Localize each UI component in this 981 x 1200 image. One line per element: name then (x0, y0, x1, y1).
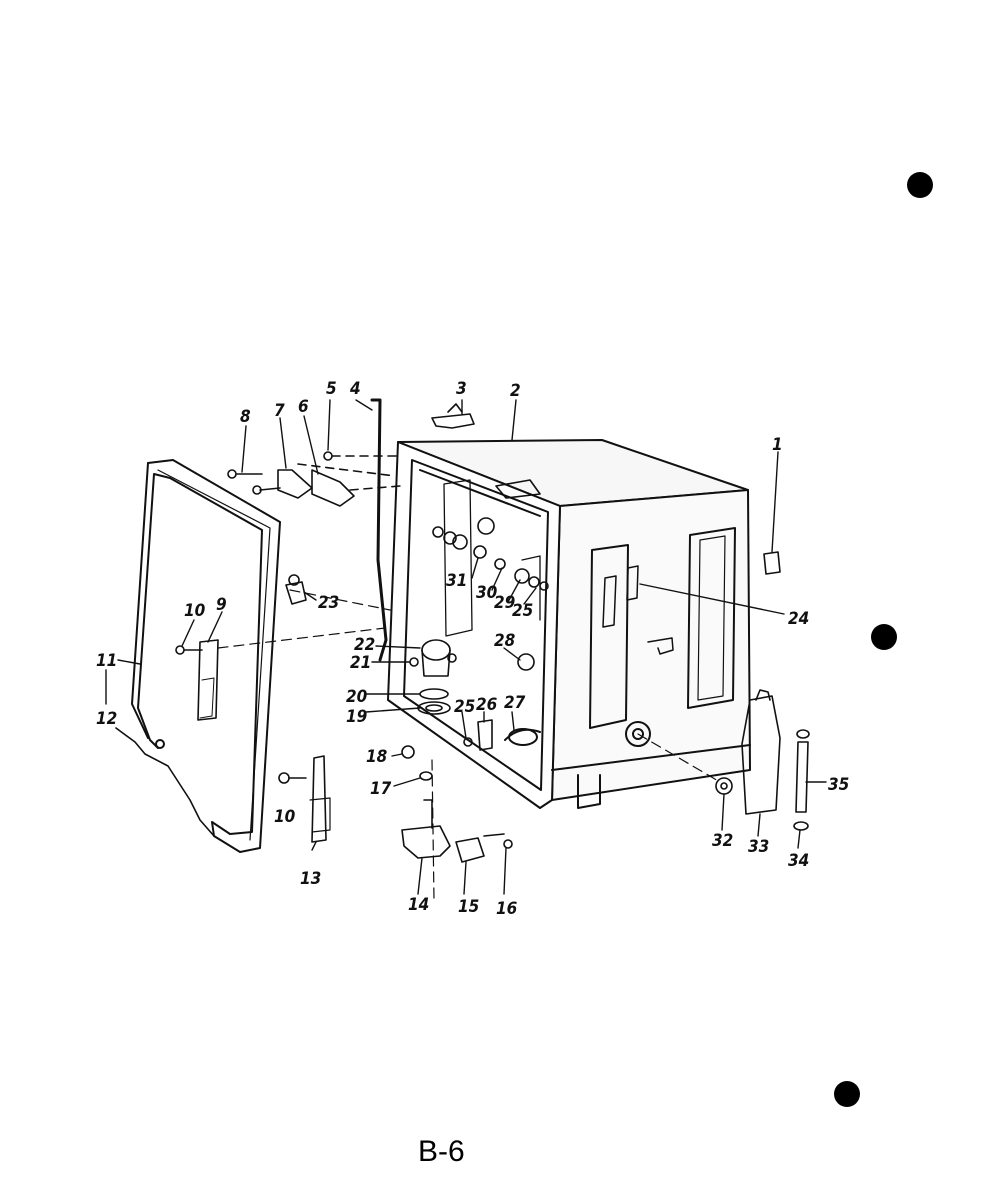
callout-33: 33 (748, 837, 769, 857)
callout-5: 5 (326, 379, 337, 399)
registration-dot-top (907, 172, 933, 198)
callout-31: 31 (446, 571, 467, 591)
page-number: B-6 (418, 1135, 465, 1168)
callout-34: 34 (788, 851, 809, 871)
dishwasher-tub (387, 439, 751, 809)
callout-26: 26 (476, 695, 498, 715)
registration-dot-middle (871, 624, 897, 650)
callout-28: 28 (494, 631, 516, 651)
callout-4: 4 (349, 379, 361, 399)
callout-10b: 10 (274, 807, 296, 827)
callout-30: 30 (476, 583, 498, 603)
callout-2: 2 (510, 381, 521, 401)
callout-labels: 1 2 3 4 5 6 7 8 9 10 10 11 12 13 14 15 1… (96, 379, 849, 919)
callout-3: 3 (456, 379, 467, 399)
callout-25a: 25 (512, 601, 533, 621)
callout-24: 24 (788, 609, 809, 629)
leader-lines (105, 399, 827, 895)
callout-1: 1 (772, 435, 783, 455)
callout-19: 19 (346, 707, 367, 727)
callout-10a: 10 (184, 601, 206, 621)
callout-13: 13 (300, 869, 321, 889)
callout-15: 15 (458, 897, 479, 917)
callout-23: 23 (318, 593, 339, 613)
callout-20: 20 (346, 687, 368, 707)
callout-29: 29 (494, 593, 515, 613)
callout-12: 12 (96, 709, 117, 729)
callout-8: 8 (240, 407, 251, 427)
door-strip (370, 398, 388, 662)
callout-35: 35 (828, 775, 849, 795)
callout-21: 21 (350, 653, 371, 673)
callout-22: 22 (354, 635, 375, 655)
callout-18: 18 (366, 747, 388, 767)
callout-11: 11 (96, 651, 117, 671)
callout-17: 17 (370, 779, 392, 799)
callout-7: 7 (274, 401, 285, 421)
callout-6: 6 (298, 397, 309, 417)
door-gasket-frame (115, 459, 281, 853)
top-brackets (227, 403, 541, 507)
callout-27: 27 (504, 693, 526, 713)
registration-dot-bottom (834, 1081, 860, 1107)
callout-32: 32 (712, 831, 733, 851)
callout-14: 14 (408, 895, 429, 915)
callout-16: 16 (496, 899, 518, 919)
small-parts (175, 517, 810, 863)
callout-25b: 25 (454, 697, 475, 717)
callout-9: 9 (216, 595, 227, 615)
